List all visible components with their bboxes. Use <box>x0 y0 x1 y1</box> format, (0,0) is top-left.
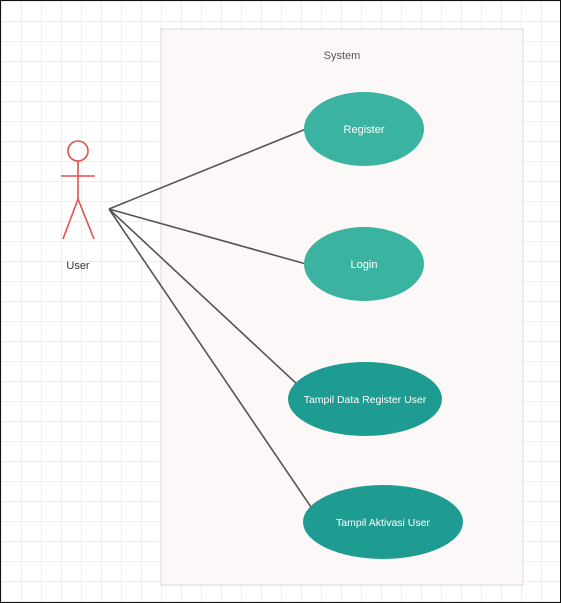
use-case-label: Register <box>344 124 385 136</box>
actor-user <box>61 140 95 240</box>
use-case-tampil-data-register-user: Tampil Data Register User <box>288 362 442 436</box>
system-label: System <box>324 50 361 62</box>
actor-right-leg <box>77 198 95 240</box>
association-tampil-data-register-user <box>108 208 300 387</box>
use-case-ellipse <box>304 92 424 166</box>
association-login <box>108 208 307 265</box>
actor-label: User <box>66 260 90 272</box>
use-case-ellipse <box>304 227 424 301</box>
use-case-label: Tampil Aktivasi User <box>336 517 430 529</box>
use-case-label: Login <box>351 259 378 271</box>
use-case-register: Register <box>304 92 424 166</box>
use-case-login: Login <box>304 227 424 301</box>
use-case-tampil-aktivasi-user: Tampil Aktivasi User <box>303 485 463 559</box>
actor-left-leg <box>62 198 79 240</box>
use-case-label: Tampil Data Register User <box>304 394 427 406</box>
association-tampil-aktivasi-user <box>108 208 314 511</box>
use-case-ellipse <box>288 362 442 436</box>
association-register <box>108 128 307 210</box>
use-case-ellipse <box>303 485 463 559</box>
actor-head <box>67 140 89 162</box>
associations <box>108 128 314 511</box>
